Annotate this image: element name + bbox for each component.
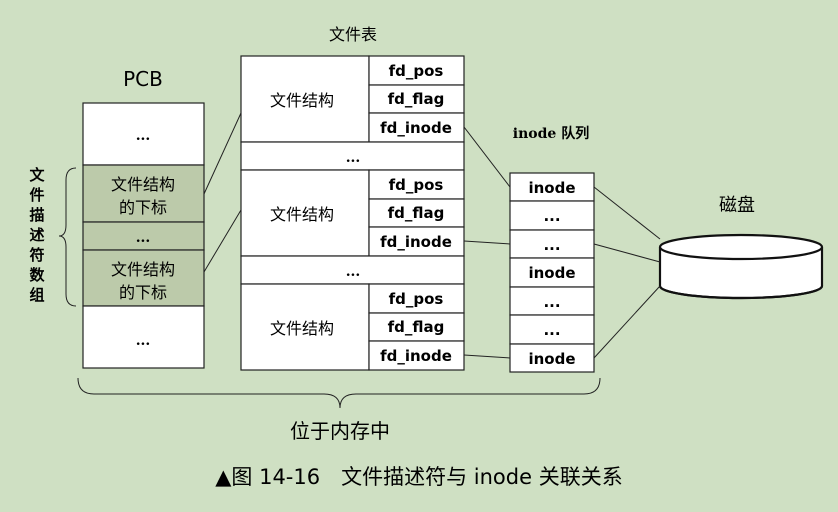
field-fd-pos: fd_pos (389, 62, 444, 80)
fd-array-char: 符 (29, 246, 44, 264)
field-fd-inode: fd_inode (380, 347, 452, 365)
fd-array-brace (58, 167, 77, 307)
inode-cell (509, 229, 595, 259)
field-fd-flag: fd_flag (388, 318, 445, 336)
fd-inode-to-inode-line (463, 126, 511, 188)
inode-cell (509, 257, 595, 288)
pcb-title: PCB (123, 67, 163, 91)
file-table-dots: ... (346, 264, 361, 280)
pcb-dots: ... (136, 230, 151, 246)
file-table: 文件结构 文件结构 文件结构 fd_pos fd_flag fd_inode f… (240, 55, 465, 371)
pcb-to-file-table-line (203, 112, 242, 195)
file-table-gap (240, 141, 465, 171)
memory-brace (77, 377, 601, 409)
pcb-fd-cell (82, 164, 205, 223)
pcb-to-file-table-line (203, 209, 242, 273)
fd-inode-to-inode-line (463, 354, 511, 359)
pcb-fd-index-line1: 文件结构 (111, 175, 175, 194)
fd-array-char: 件 (29, 186, 44, 204)
inode-cell-label: ... (543, 236, 560, 254)
pcb-fd-index-line2: 的下标 (119, 283, 167, 302)
field-cell (368, 312, 465, 342)
inode-to-disk-line (593, 243, 661, 263)
inode-to-disk-line (593, 186, 661, 240)
file-struct-cell (240, 283, 370, 371)
pcb-cell (82, 102, 205, 166)
inode-cell (509, 286, 595, 316)
fd-array-char: 组 (29, 286, 44, 304)
file-table-title: 文件表 (329, 25, 377, 44)
field-fd-inode: fd_inode (380, 119, 452, 137)
field-cell (368, 226, 465, 257)
field-cell (368, 169, 465, 200)
field-fd-flag: fd_flag (388, 90, 445, 108)
file-struct-label: 文件结构 (270, 91, 334, 110)
disk-title: 磁盘 (719, 195, 755, 216)
fd-array-char: 文 (29, 166, 45, 184)
inode-cell-label: ... (543, 293, 560, 311)
field-fd-inode: fd_inode (380, 233, 452, 251)
connectors (203, 112, 661, 359)
field-cell (368, 340, 465, 371)
inode-queue: inode ... ... inode ... ... inode (509, 172, 595, 373)
pcb-dots: ... (136, 128, 151, 144)
figure-caption: ▲图 14-16 文件描述符与 inode 关联关系 (215, 465, 622, 489)
pcb-fd-cell (82, 249, 205, 307)
disk-cylinder (658, 233, 824, 300)
file-struct-label: 文件结构 (270, 319, 334, 338)
field-fd-pos: fd_pos (389, 176, 444, 194)
disk-bottom-front (658, 285, 824, 300)
fd-array-char: 数 (29, 266, 45, 284)
inode-cell-label: inode (528, 179, 575, 197)
inode-cell (509, 172, 595, 202)
inode-cell-label: inode (528, 264, 575, 282)
pcb-dots: ... (136, 333, 151, 349)
field-fd-flag: fd_flag (388, 204, 445, 222)
disk-top (658, 233, 824, 261)
pcb-fd-index-line1: 文件结构 (111, 260, 175, 279)
file-table-dots: ... (346, 150, 361, 166)
fd-inode-to-inode-line (463, 240, 511, 245)
pcb-fd-index-line2: 的下标 (119, 198, 167, 217)
inode-cell-label: ... (543, 207, 560, 225)
inode-to-disk-line (593, 285, 661, 359)
memory-label: 位于内存中 (290, 419, 390, 443)
pcb-column: ... 文件结构 的下标 ... 文件结构 的下标 ... (82, 102, 205, 369)
field-cell (368, 84, 465, 114)
pcb-cell (82, 305, 205, 369)
fd-array-char: 描 (29, 206, 44, 224)
fd-array-char: 述 (29, 226, 44, 244)
inode-queue-title: inode 队列 (513, 125, 589, 142)
field-cell (368, 283, 465, 314)
inode-cell (509, 200, 595, 231)
inode-cell-label: inode (528, 350, 575, 368)
inode-cell-label: ... (543, 321, 560, 339)
fd-array-label: 文 件 描 述 符 数 组 (29, 166, 45, 304)
file-struct-cell (240, 55, 370, 143)
file-struct-label: 文件结构 (270, 205, 334, 224)
field-fd-pos: fd_pos (389, 290, 444, 308)
